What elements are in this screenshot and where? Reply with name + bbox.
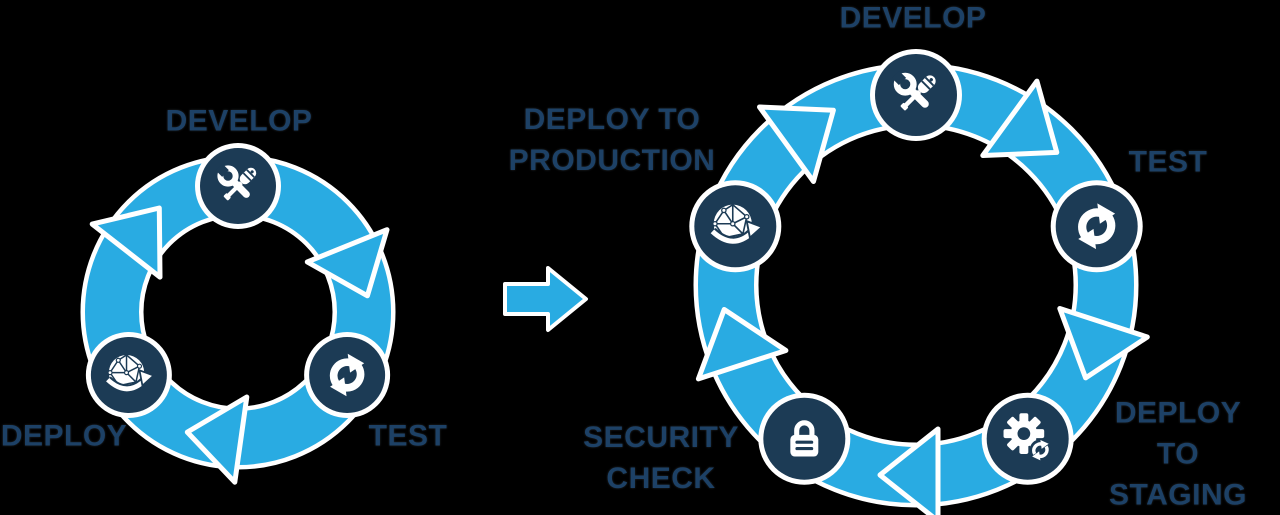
left-cycle-test-label: TEST bbox=[368, 419, 448, 453]
transition-arrow bbox=[503, 266, 588, 332]
sync-arrow-shape bbox=[330, 364, 365, 397]
sync-icon bbox=[1078, 203, 1116, 250]
left-cycle-develop-label: DEVELOP bbox=[165, 104, 313, 138]
right-cycle-test-label: TEST bbox=[1128, 145, 1208, 179]
gear-sync-icon bbox=[1003, 413, 1052, 461]
cycle-node-deploy bbox=[85, 332, 172, 418]
cycle-node-test bbox=[304, 332, 391, 418]
cycle-arrowhead bbox=[304, 227, 390, 299]
sync-icon bbox=[329, 353, 365, 397]
devops-cycle-extended bbox=[689, 49, 1150, 515]
cycle-node-deploy-to-staging bbox=[981, 392, 1074, 485]
screwdriver-shape bbox=[223, 167, 257, 201]
wrench-shape bbox=[215, 163, 250, 198]
right-cycle-deploy-to-production-label: DEPLOY TO PRODUCTION bbox=[508, 103, 716, 177]
cycle-arrowhead bbox=[1057, 306, 1150, 381]
mini-sync-shape bbox=[1029, 439, 1052, 461]
cycle-node-security-check bbox=[758, 392, 851, 485]
cycle-node-develop bbox=[195, 143, 281, 229]
right-cycle-security-check-label: SECURITY CHECK bbox=[583, 421, 739, 495]
cycle-arrowhead bbox=[980, 78, 1060, 158]
right-cycle-deploy-to-staging-label: DEPLOY TO STAGING bbox=[1109, 396, 1247, 512]
lock-icon bbox=[790, 420, 819, 457]
cycle-node-test bbox=[1050, 180, 1143, 273]
sync-arrow-shape bbox=[1078, 215, 1116, 250]
tools-icon bbox=[215, 163, 257, 201]
globe-deploy-icon bbox=[104, 354, 156, 394]
screwdriver-shape bbox=[900, 75, 936, 111]
sync-arrow-shape bbox=[329, 353, 365, 386]
left-cycle-deploy-label: DEPLOY bbox=[0, 419, 128, 453]
cycle-arrowhead bbox=[184, 394, 250, 485]
cycle-node-deploy-to-production bbox=[689, 180, 782, 273]
devops-cycle-basic bbox=[80, 143, 396, 485]
sync-arrow-shape bbox=[1078, 203, 1116, 238]
cycle-arrowhead bbox=[877, 426, 941, 515]
cycle-node-develop bbox=[870, 49, 962, 141]
globe-deploy-icon bbox=[709, 203, 764, 246]
cycle-arrowhead bbox=[89, 205, 163, 280]
cycle-arrowhead bbox=[757, 104, 836, 184]
tools-icon bbox=[891, 70, 936, 111]
cycle-arrowhead bbox=[695, 307, 789, 382]
right-cycle-develop-label: DEVELOP bbox=[839, 1, 987, 35]
